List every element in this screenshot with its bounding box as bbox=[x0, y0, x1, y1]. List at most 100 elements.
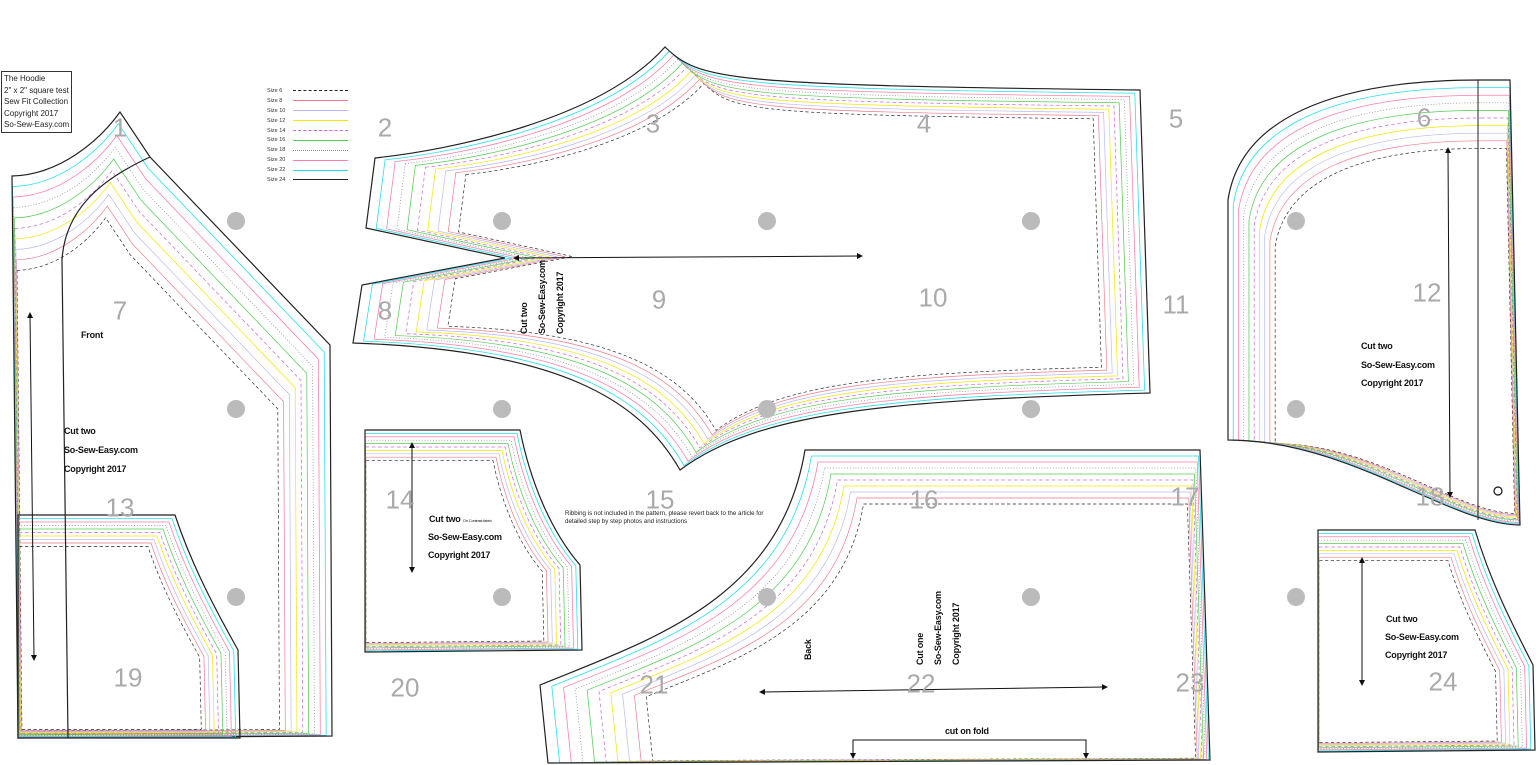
legend-item: Size 24 bbox=[267, 175, 348, 185]
size-line-size-6 bbox=[1318, 560, 1498, 743]
front-label: Front bbox=[81, 330, 103, 340]
page-number: 18 bbox=[1415, 481, 1445, 512]
page-number: 3 bbox=[645, 108, 661, 139]
legend-label: Size 14 bbox=[267, 127, 286, 134]
front-copyright: Copyright 2017 bbox=[64, 464, 127, 474]
size-line-size-8 bbox=[1318, 556, 1502, 745]
legend-label: Size 6 bbox=[267, 87, 283, 94]
legend-swatch bbox=[293, 149, 348, 151]
size-line-size-6 bbox=[1274, 148, 1515, 514]
size-line-size-18 bbox=[13, 146, 315, 737]
hood-copyright: Copyright 2017 bbox=[1361, 378, 1424, 388]
back-label: Back bbox=[803, 639, 813, 660]
size-line-size-16 bbox=[365, 443, 566, 649]
registration-dot bbox=[758, 588, 776, 606]
page-number: 5 bbox=[1168, 103, 1184, 134]
pocket-note: On Contrast fabric bbox=[462, 518, 492, 523]
back-copyright: Copyright 2017 bbox=[951, 602, 961, 665]
back-site: So-Sew-Easy.com bbox=[933, 591, 943, 665]
size-line-size-10 bbox=[18, 539, 211, 732]
legend-item: Size 8 bbox=[267, 96, 348, 106]
size-line-size-8 bbox=[18, 542, 206, 731]
size-line-size-8 bbox=[634, 497, 1198, 762]
legend-item: Size 18 bbox=[267, 145, 348, 155]
registration-dot bbox=[1022, 400, 1040, 418]
legend-item: Size 6 bbox=[267, 86, 348, 96]
size-line-size-10 bbox=[15, 193, 292, 734]
size-line-size-24 bbox=[352, 46, 1151, 471]
note-line: detailed step by step photos and instruc… bbox=[565, 518, 688, 525]
legend-label: Size 16 bbox=[267, 137, 286, 144]
size-line-size-16 bbox=[1248, 110, 1518, 521]
size-line-size-24 bbox=[1227, 79, 1521, 526]
size-line-size-22 bbox=[363, 50, 1146, 467]
hood-panel-piece bbox=[1317, 529, 1536, 753]
hood-site: So-Sew-Easy.com bbox=[1361, 360, 1435, 370]
registration-dot bbox=[227, 588, 245, 606]
front-piece bbox=[11, 110, 333, 739]
registration-dot bbox=[227, 400, 245, 418]
lower-front-piece bbox=[17, 514, 241, 739]
size-line-size-24 bbox=[539, 449, 1211, 764]
size-line-size-6 bbox=[645, 503, 1196, 761]
size-line-size-22 bbox=[12, 123, 327, 738]
legend-swatch bbox=[293, 169, 348, 171]
size-line-size-18 bbox=[364, 439, 570, 650]
size-line-size-14 bbox=[1253, 117, 1518, 519]
size-line-size-10 bbox=[365, 453, 553, 646]
page-number: 14 bbox=[385, 484, 415, 515]
size-line-size-14 bbox=[1318, 546, 1515, 748]
page-number: 16 bbox=[909, 484, 939, 515]
size-line-size-22 bbox=[1232, 87, 1520, 525]
registration-dot bbox=[1022, 212, 1040, 230]
registration-dot bbox=[1022, 588, 1040, 606]
legend-swatch bbox=[293, 100, 348, 102]
registration-dot bbox=[227, 212, 245, 230]
size-line-size-22 bbox=[1317, 533, 1532, 752]
back-cut: Cut one bbox=[915, 632, 925, 665]
pocket-piece bbox=[364, 429, 583, 653]
page-number: 11 bbox=[1162, 289, 1190, 320]
legend-item: Size 16 bbox=[267, 135, 348, 145]
registration-dot bbox=[1287, 588, 1305, 606]
size-line-size-12 bbox=[1318, 550, 1511, 747]
pocket-site: So-Sew-Easy.com bbox=[428, 532, 502, 542]
size-line-size-20 bbox=[12, 134, 321, 737]
size-line-size-8 bbox=[16, 205, 286, 733]
hood-grainline-arrow bbox=[1445, 147, 1453, 498]
sleeve-grainline-arrow bbox=[513, 253, 863, 261]
page-number: 8 bbox=[377, 295, 393, 326]
hood-piece bbox=[1227, 79, 1521, 526]
cut-on-fold-bracket bbox=[850, 739, 1089, 759]
page-number: 20 bbox=[390, 672, 420, 703]
front-overlay-line bbox=[61, 156, 151, 739]
info-line: Sew Fit Collection bbox=[4, 97, 69, 106]
page-number: 9 bbox=[651, 284, 667, 315]
legend-swatch bbox=[293, 139, 348, 141]
registration-dot bbox=[758, 212, 776, 230]
size-line-size-12 bbox=[15, 181, 298, 734]
size-line-size-6 bbox=[365, 460, 545, 643]
page-number: 7 bbox=[112, 295, 128, 326]
legend-label: Size 24 bbox=[267, 176, 286, 183]
note-line: Ribbing is not included in the pattern, … bbox=[565, 510, 764, 517]
registration-dot bbox=[1287, 212, 1305, 230]
size-line-size-20 bbox=[1317, 536, 1527, 751]
page-number: 12 bbox=[1412, 277, 1442, 308]
page-number: 1 bbox=[112, 112, 128, 143]
size-line-size-16 bbox=[1318, 543, 1519, 749]
page-number: 2 bbox=[377, 112, 393, 143]
page-number: 17 bbox=[1170, 481, 1200, 512]
size-line-size-22 bbox=[17, 518, 237, 738]
page-number: 15 bbox=[645, 484, 675, 515]
legend-label: Size 12 bbox=[267, 117, 286, 124]
sleeve-site: So-Sew-Easy.com bbox=[537, 260, 547, 334]
legend-swatch bbox=[293, 120, 348, 122]
legend-swatch bbox=[293, 130, 348, 131]
info-box: The Hoodie 2" x 2" square test Sew Fit C… bbox=[1, 71, 73, 133]
page-number: 24 bbox=[1428, 666, 1458, 697]
page-number: 22 bbox=[906, 668, 936, 699]
front-grainline-arrow bbox=[27, 312, 37, 661]
size-line-size-18 bbox=[1318, 539, 1523, 750]
